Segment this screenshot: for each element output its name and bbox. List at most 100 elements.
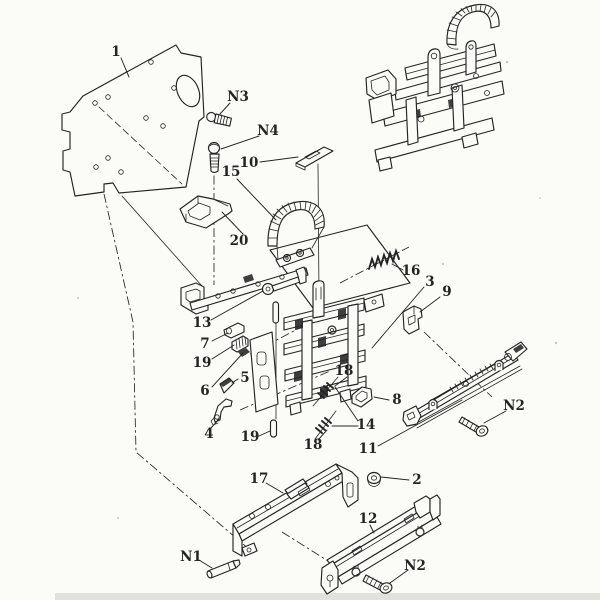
part-label-8: 8 <box>392 392 401 408</box>
feed-bar <box>189 267 309 311</box>
part-label-4: 4 <box>204 426 213 442</box>
part-13-bar-assembly <box>180 266 309 315</box>
part-2-washer <box>366 471 382 487</box>
leader-line-9 <box>419 296 441 313</box>
screw-n2-right <box>458 416 489 437</box>
leader-line-n4 <box>220 135 260 150</box>
part-label-16: 16 <box>402 263 421 279</box>
screw-head <box>379 582 393 594</box>
screw-head <box>475 425 489 437</box>
rod <box>312 376 339 407</box>
shaft-knurling <box>449 363 494 393</box>
part-16-spring <box>368 248 400 270</box>
part-label-20: 20 <box>230 233 249 249</box>
part-1-base-plate <box>61 44 205 197</box>
part-11-rail <box>402 341 528 429</box>
part-15-handle <box>267 200 325 268</box>
leader-line-n2b <box>389 569 409 584</box>
leader-line-n2a <box>483 410 507 424</box>
centerline-rail-11 <box>423 331 493 398</box>
top-sheet-frame <box>269 224 411 309</box>
leader-line-20 <box>221 211 244 235</box>
part-19a-socket <box>231 335 249 353</box>
leader-line-19a <box>211 344 235 360</box>
rail-boss <box>428 398 438 410</box>
unit-handle-ribs <box>446 4 496 40</box>
handle-base-bracket <box>275 247 315 268</box>
part-19b-pin <box>269 419 278 438</box>
part-label-n3: N3 <box>227 89 249 105</box>
centerline-main <box>103 193 251 551</box>
part-label-15: 15 <box>222 164 241 180</box>
leader-line-5 <box>231 378 239 384</box>
part-label-9: 9 <box>442 284 451 300</box>
part-17-bracket <box>232 463 359 557</box>
part-label-14: 14 <box>357 417 376 433</box>
part-9-clip <box>402 305 423 335</box>
spring-coil <box>315 417 332 434</box>
part-12-plate <box>320 494 442 595</box>
part-label-2: 2 <box>412 472 421 488</box>
leader-line-n3 <box>219 102 231 115</box>
part-5-wedge <box>219 377 235 394</box>
part-label-18b: 18 <box>304 437 323 453</box>
unit-post <box>427 48 441 97</box>
part-label-12: 12 <box>359 511 378 527</box>
spring-rod-set-upper <box>312 376 339 407</box>
leader-line-18a <box>334 376 348 387</box>
leader-line-19b <box>258 430 271 437</box>
leader-line-11 <box>377 399 463 447</box>
part-label-17: 17 <box>250 471 269 487</box>
pivot-disc <box>261 282 275 296</box>
part-label-n1: N1 <box>180 549 202 565</box>
part-label-19b: 19 <box>241 429 260 445</box>
part-20-bracket <box>179 195 233 229</box>
leader-line-6 <box>211 352 244 388</box>
leader-line-12 <box>369 524 375 534</box>
housing-post <box>301 319 313 401</box>
part-label-1: 1 <box>111 44 120 60</box>
screw-n3 <box>206 111 232 127</box>
part-label-7: 7 <box>200 336 209 352</box>
leader-line-15 <box>236 178 277 221</box>
bar-roller <box>243 274 254 283</box>
paper-speckles <box>77 60 558 519</box>
plate-left-foot <box>320 560 339 595</box>
axis-plate-to-bar <box>121 195 203 287</box>
upper-pin <box>272 301 280 324</box>
scan-edge-strip <box>55 593 600 600</box>
part-3-housing <box>249 280 385 416</box>
plate-screw-holes <box>92 59 177 175</box>
part-label-n2a: N2 <box>503 398 525 414</box>
handle-ribs <box>268 201 324 239</box>
part-label-n4: N4 <box>257 123 279 139</box>
leader-line-1 <box>120 57 130 78</box>
axis-part-10 <box>317 163 320 300</box>
housing-left-plate <box>249 331 279 413</box>
bar-hook <box>295 266 307 285</box>
screw-thread <box>209 153 220 174</box>
part-label-19a: 19 <box>193 355 212 371</box>
rail-left-foot <box>402 405 422 427</box>
housing-right-wing <box>363 293 385 313</box>
part-10-link-plate <box>295 146 334 171</box>
leader-line-10 <box>259 156 299 163</box>
housing-top-post <box>312 280 325 319</box>
leader-line-7 <box>211 332 229 342</box>
assembled-unit-view <box>365 3 505 172</box>
screw-n2-bottom <box>362 574 393 594</box>
spring-coil <box>368 248 400 270</box>
rail-shaft <box>431 360 501 401</box>
spring-coil <box>317 382 334 399</box>
part-label-3: 3 <box>425 274 434 290</box>
leader-line-18b <box>317 429 328 441</box>
leader-line-3 <box>371 286 425 349</box>
part-label-18a: 18 <box>335 363 354 379</box>
leader-lines-layer <box>120 57 507 584</box>
pin-n1 <box>206 559 241 579</box>
rail-boss <box>494 359 504 371</box>
leader-line-17 <box>265 482 284 494</box>
part-label-13: 13 <box>193 315 212 331</box>
part-label-6: 6 <box>200 383 209 399</box>
